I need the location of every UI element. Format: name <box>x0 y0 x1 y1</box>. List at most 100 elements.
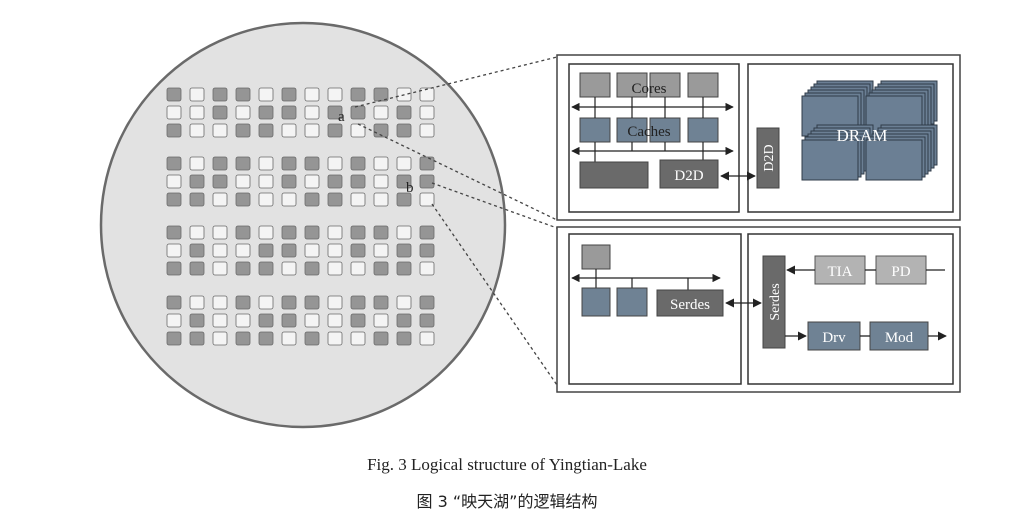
wafer-chip <box>258 174 274 189</box>
wafer-chip-array <box>166 87 435 346</box>
wafer-chip <box>419 295 435 310</box>
wafer-chip <box>189 156 205 171</box>
chiplet-a-label: a <box>338 109 345 125</box>
d2d-vertical-label: D2D <box>762 144 777 171</box>
wafer-chip <box>419 123 435 138</box>
mod-label: Mod <box>885 330 914 346</box>
wafer-chip <box>373 105 389 120</box>
wafer-chip <box>235 313 251 328</box>
cache-block <box>616 287 648 317</box>
serdes-inner-block <box>656 289 724 317</box>
wafer-chip <box>373 174 389 189</box>
wafer-chip <box>281 295 297 310</box>
wafer-chip <box>419 87 435 102</box>
wafer-chip <box>373 225 389 240</box>
wafer-chip <box>396 174 412 189</box>
wafer-chip <box>304 192 320 207</box>
wafer-chip <box>396 192 412 207</box>
wafer-chip <box>419 225 435 240</box>
caches-label: Caches <box>627 124 670 140</box>
wafer-chip <box>304 105 320 120</box>
wafer-chip <box>258 156 274 171</box>
wafer-chip <box>212 225 228 240</box>
chiplet-b-label: b <box>406 180 414 196</box>
wafer-chip <box>281 313 297 328</box>
wafer-chip <box>373 123 389 138</box>
wafer-chip <box>350 313 366 328</box>
wafer-chip <box>189 174 205 189</box>
wafer-chip <box>235 174 251 189</box>
wafer-chip <box>235 225 251 240</box>
wafer-chip <box>166 174 182 189</box>
wafer-chip <box>281 192 297 207</box>
wafer-chip <box>396 156 412 171</box>
figure-caption-english: Fig. 3 Logical structure of Yingtian-Lak… <box>367 455 647 474</box>
tia-label: TIA <box>828 264 853 280</box>
wafer-chip <box>327 156 343 171</box>
cache-block <box>649 117 681 143</box>
yingtian-lake-diagram: a b Cores Caches D2D D2D DRAM <box>99 21 961 429</box>
wafer-chip <box>396 331 412 346</box>
wafer-chip <box>258 225 274 240</box>
wafer-chip <box>235 243 251 258</box>
wafer-chip <box>419 156 435 171</box>
wafer-chip <box>396 105 412 120</box>
wafer-chip <box>281 174 297 189</box>
wafer-chip <box>166 225 182 240</box>
wafer-chip <box>212 313 228 328</box>
wafer-chip <box>419 174 435 189</box>
zoom-lines <box>354 56 558 386</box>
cache-block <box>581 287 611 317</box>
wafer-chip <box>327 174 343 189</box>
wafer-chip <box>350 105 366 120</box>
wafer-chip <box>212 87 228 102</box>
wafer-chip <box>419 313 435 328</box>
wafer-chip <box>258 87 274 102</box>
wafer-chip <box>350 331 366 346</box>
wafer-chip <box>281 331 297 346</box>
core-block <box>579 72 611 98</box>
wafer-chip <box>212 156 228 171</box>
wafer-chip <box>258 313 274 328</box>
dark-block <box>579 161 649 189</box>
pd-block <box>875 255 927 285</box>
wafer-chip <box>281 261 297 276</box>
wafer-chip <box>419 192 435 207</box>
wafer-chip <box>327 105 343 120</box>
wafer-chip <box>327 295 343 310</box>
wafer-chip <box>166 295 182 310</box>
pd-label: PD <box>891 264 910 280</box>
wafer-chip <box>235 87 251 102</box>
wafer-chip <box>304 123 320 138</box>
wafer-chip <box>350 261 366 276</box>
wafer-chip <box>235 123 251 138</box>
wafer-chip <box>373 313 389 328</box>
wafer-chip <box>350 87 366 102</box>
wafer-chip <box>281 225 297 240</box>
wafer-chip <box>212 192 228 207</box>
wafer-chip <box>235 192 251 207</box>
wafer-chip <box>212 105 228 120</box>
wafer-chip <box>419 243 435 258</box>
drv-label: Drv <box>822 330 846 346</box>
wafer-chip <box>258 123 274 138</box>
wafer-chip <box>189 313 205 328</box>
wafer-chip <box>396 243 412 258</box>
wafer-chip <box>396 261 412 276</box>
serdes-vertical-label: Serdes <box>768 283 783 320</box>
wafer-chip <box>373 243 389 258</box>
wafer-chip <box>350 295 366 310</box>
dram-die <box>801 139 859 181</box>
d2d-vertical-block <box>756 127 780 189</box>
wafer-chip <box>235 105 251 120</box>
wafer-chip <box>189 261 205 276</box>
wafer-chip <box>304 156 320 171</box>
wafer-chip <box>189 87 205 102</box>
dram-stack <box>801 80 938 181</box>
wafer-chip <box>212 174 228 189</box>
wafer-chip <box>166 156 182 171</box>
wafer-chip <box>327 243 343 258</box>
cores-label: Cores <box>632 81 667 97</box>
wafer-chip <box>373 192 389 207</box>
mod-block <box>869 321 929 351</box>
